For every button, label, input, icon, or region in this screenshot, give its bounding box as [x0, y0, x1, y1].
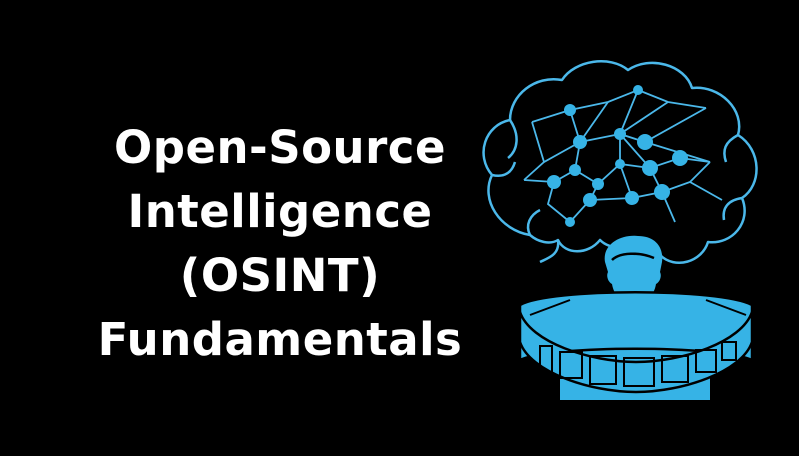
- brain-network-person-icon: [482, 60, 758, 400]
- title-line-3: (OSINT): [179, 249, 381, 302]
- title-line-2: Intelligence: [127, 185, 433, 238]
- network-nodes: [547, 85, 688, 227]
- screen-ring: [518, 291, 754, 394]
- brain-outline-icon: [482, 60, 758, 264]
- network-lines: [523, 89, 723, 224]
- title-line-4: Fundamentals: [97, 313, 463, 366]
- screen-panels: [529, 299, 747, 387]
- page-title: Open-Source Intelligence (OSINT) Fundame…: [70, 116, 490, 372]
- title-line-1: Open-Source: [114, 121, 446, 174]
